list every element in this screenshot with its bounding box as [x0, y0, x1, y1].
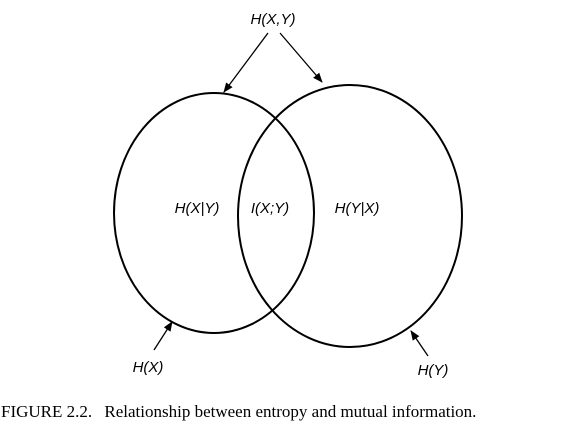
- entropy-y-label: H(Y): [418, 362, 449, 379]
- entropy-x-label: H(X): [133, 359, 164, 376]
- figure-caption-text: Relationship between entropy and mutual …: [104, 402, 476, 421]
- joint-entropy-label: H(X,Y): [251, 11, 296, 28]
- mutual-information-label: I(X;Y): [251, 200, 289, 217]
- joint-entropy-arrow-right: [279, 32, 323, 83]
- figure-caption: FIGURE 2.2. Relationship between entropy…: [1, 402, 476, 421]
- circle-y: [237, 84, 463, 348]
- entropy-x-arrow: [153, 321, 173, 351]
- circle-x: [113, 92, 315, 334]
- figure-caption-number: FIGURE 2.2.: [1, 402, 92, 421]
- joint-entropy-arrow-left: [223, 32, 269, 93]
- conditional-y-given-x-label: H(Y|X): [335, 200, 380, 217]
- entropy-y-arrow: [410, 330, 429, 357]
- conditional-x-given-y-label: H(X|Y): [175, 200, 220, 217]
